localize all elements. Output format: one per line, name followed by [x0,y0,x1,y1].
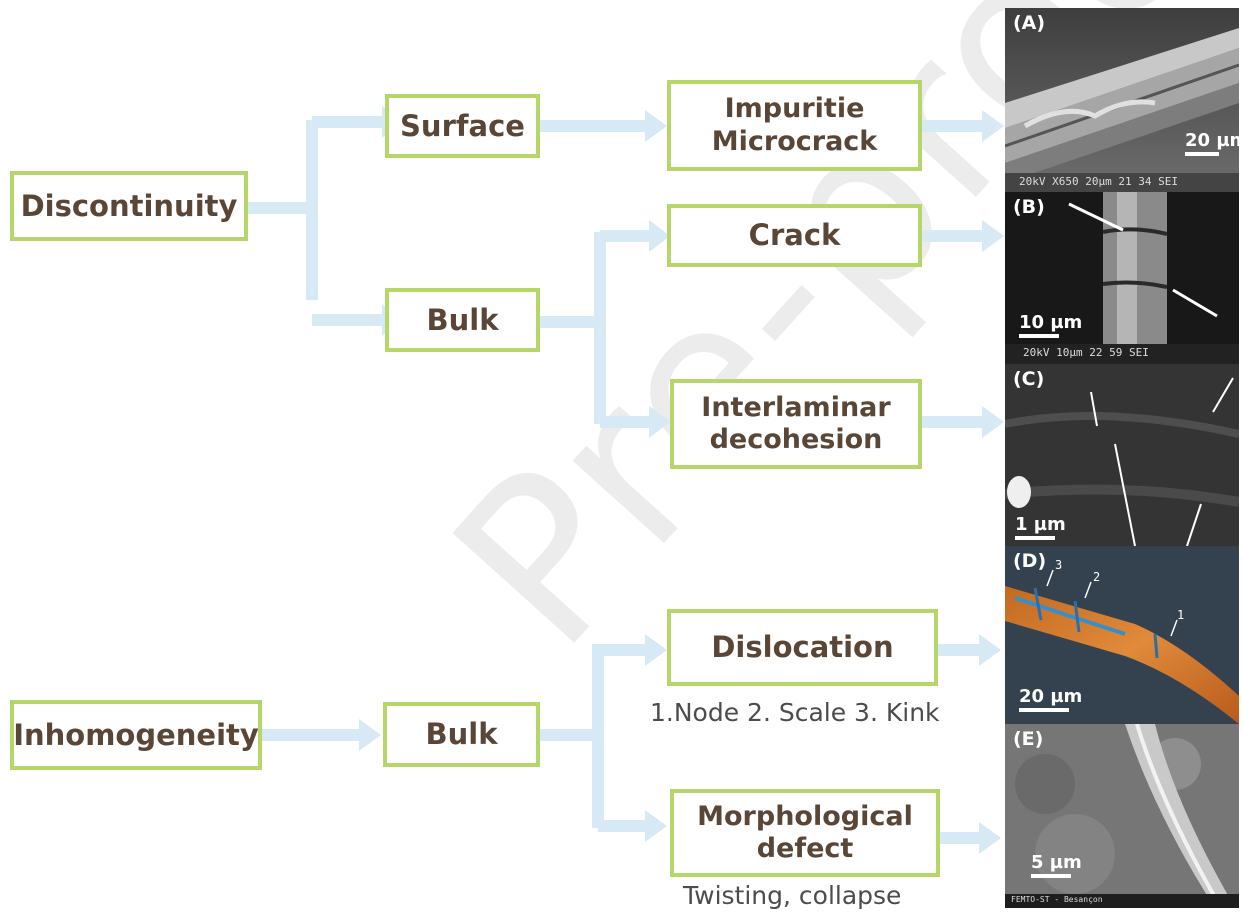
mark-2: 2 [1093,570,1101,584]
scale-bar: 1 µm [1015,514,1066,540]
caption-dislocation: 1.Node 2. Scale 3. Kink [650,698,940,727]
scale-label: 20 µm [1185,130,1239,151]
node-label: Discontinuity [20,188,238,223]
instrument-info: 20kV 10µm 22 59 SEI [1023,346,1149,359]
node-label: Dislocation [711,630,894,665]
mark-3: 3 [1055,558,1063,572]
scale-label: 1 µm [1015,514,1066,535]
node-label: Bulk [426,302,499,337]
node-label-line1: Interlaminar [701,391,891,423]
node-surface: Surface [385,94,540,158]
node-label-line1: Morphological [697,800,913,832]
node-label-line1: Impuritie [724,93,865,125]
morphological-defect-image [1005,724,1239,908]
node-label: Bulk [425,717,498,752]
dislocation-image [1005,546,1239,724]
node-label: Crack [748,218,841,253]
node-label: Inhomogeneity [13,717,259,752]
scale-bar-line [1019,708,1069,712]
node-impuritie-microcrack: Impuritie Microcrack [667,80,922,171]
micrograph-panel-d: (D) 3 2 1 20 µm [1005,546,1239,724]
node-morphological-defect: Morphological defect [670,789,940,877]
micrograph-panel-b: (B) 10 µm 20kV 10µm 22 59 SEI [1005,192,1239,364]
scale-bar: 10 µm [1019,312,1082,338]
node-crack: Crack [667,204,922,267]
node-bulk-inhomogeneity: Bulk [383,702,540,767]
node-bulk-discontinuity: Bulk [385,288,540,352]
scale-bar-line [1019,334,1059,338]
node-label-line2: decohesion [709,424,883,455]
scale-bar: 20 µm [1019,686,1082,712]
micrograph-panel-e: (E) 5 µm FEMTO-ST - Besançon [1005,724,1239,908]
scale-bar: 5 µm [1031,852,1082,878]
scale-bar-line [1031,874,1071,878]
node-label: Surface [400,108,525,143]
panel-label: (D) [1013,550,1047,572]
node-interlaminar-decohesion: Interlaminar decohesion [670,379,922,469]
scale-label: 20 µm [1019,686,1083,707]
panel-label: (B) [1013,196,1045,218]
node-dislocation: Dislocation [667,609,938,686]
scale-bar: 20 µm [1185,130,1239,156]
mark-1: 1 [1177,608,1185,622]
micrograph-panel-a: (A) 20 µm 20kV X650 20µm 21 34 SEI [1005,8,1239,192]
caption-morphological: Twisting, collapse [683,881,902,910]
instrument-info: FEMTO-ST - Besançon [1011,895,1103,904]
node-label-line2: Microcrack [711,125,878,157]
instrument-info: 20kV X650 20µm 21 34 SEI [1019,175,1178,188]
micrograph-panel-c: (C) 1 µm [1005,364,1239,546]
interlaminar-image [1005,364,1239,546]
node-discontinuity: Discontinuity [10,171,248,241]
panel-label: (C) [1013,368,1045,390]
panel-label: (A) [1013,12,1046,34]
scale-label: 10 µm [1019,312,1083,333]
scale-label: 5 µm [1031,852,1082,873]
scale-bar-line [1015,536,1055,540]
node-inhomogeneity: Inhomogeneity [10,700,262,770]
panel-label: (E) [1013,728,1044,750]
scale-bar-line [1185,152,1219,156]
node-label-line2: defect [756,833,854,864]
fiber-surface-image [1005,8,1239,192]
